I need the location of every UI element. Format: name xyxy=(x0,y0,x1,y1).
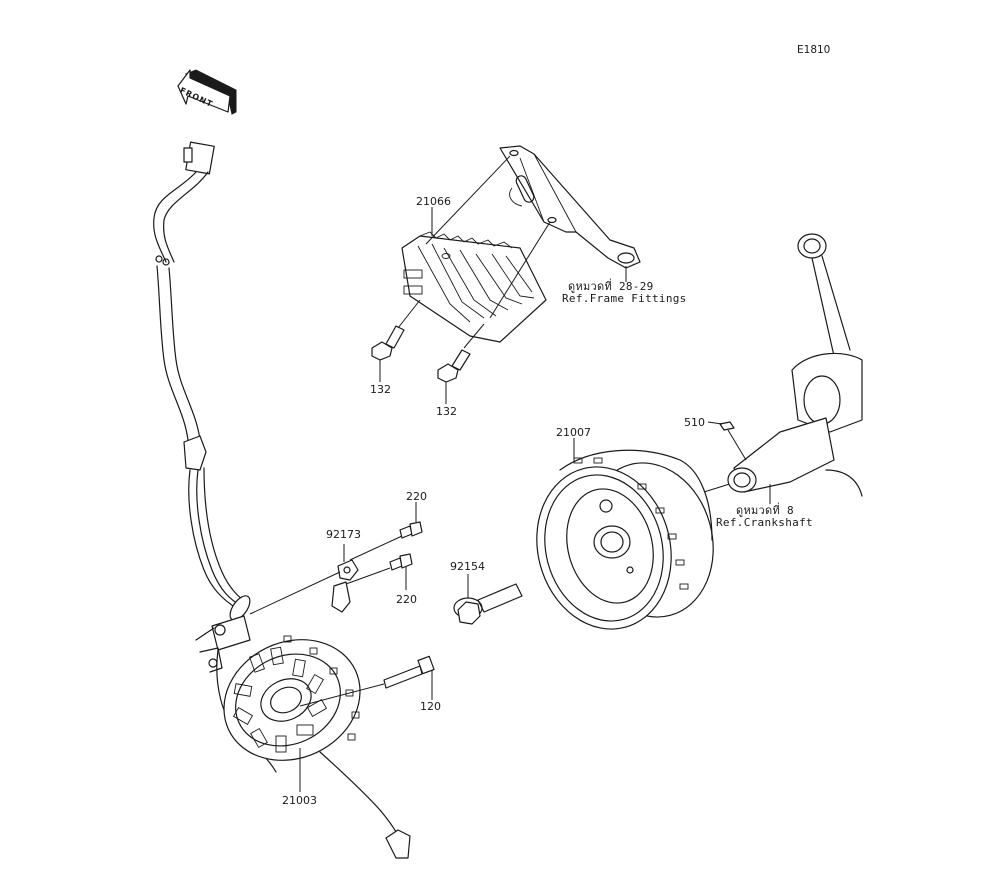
bolt-upper xyxy=(349,502,423,561)
ref-crankshaft-thai: ดูหมวดที่ 8 xyxy=(736,504,794,517)
regulator-bolt-upper xyxy=(371,299,421,382)
part-label-132-upper[interactable]: 132 xyxy=(370,383,391,396)
part-label-510[interactable]: 510 xyxy=(684,416,705,429)
flywheel-bolt xyxy=(453,574,523,625)
wire-harness xyxy=(153,141,251,621)
bolt-lower xyxy=(345,553,413,590)
part-label-220-upper[interactable]: 220 xyxy=(406,490,427,503)
stator-bolt xyxy=(299,655,435,707)
ref-crankshaft[interactable]: Ref.Crankshaft xyxy=(716,516,813,529)
diagram-code: E1810 xyxy=(797,44,831,56)
part-label-21007[interactable]: 21007 xyxy=(556,426,591,439)
part-label-21003[interactable]: 21003 xyxy=(282,794,317,807)
part-label-21066[interactable]: 21066 xyxy=(416,195,451,208)
regulator-bolt-lower xyxy=(437,323,485,404)
ref-frame-fittings-thai: ดูหมวดที่ 28-29 xyxy=(568,280,654,293)
stator xyxy=(223,635,411,859)
front-arrow-icon xyxy=(177,69,237,115)
part-label-220-lower[interactable]: 220 xyxy=(396,593,417,606)
regulator xyxy=(401,231,547,343)
part-label-92154[interactable]: 92154 xyxy=(450,560,485,573)
flywheel-rotor xyxy=(536,438,737,630)
part-label-132-lower[interactable]: 132 xyxy=(436,405,457,418)
part-label-92173[interactable]: 92173 xyxy=(326,528,361,541)
ref-frame-fittings[interactable]: Ref.Frame Fittings xyxy=(562,292,687,305)
frame-bracket xyxy=(425,145,641,319)
leader-lines xyxy=(299,207,627,792)
clamp xyxy=(249,544,359,615)
part-label-120[interactable]: 120 xyxy=(420,700,441,713)
crankshaft xyxy=(707,233,863,504)
